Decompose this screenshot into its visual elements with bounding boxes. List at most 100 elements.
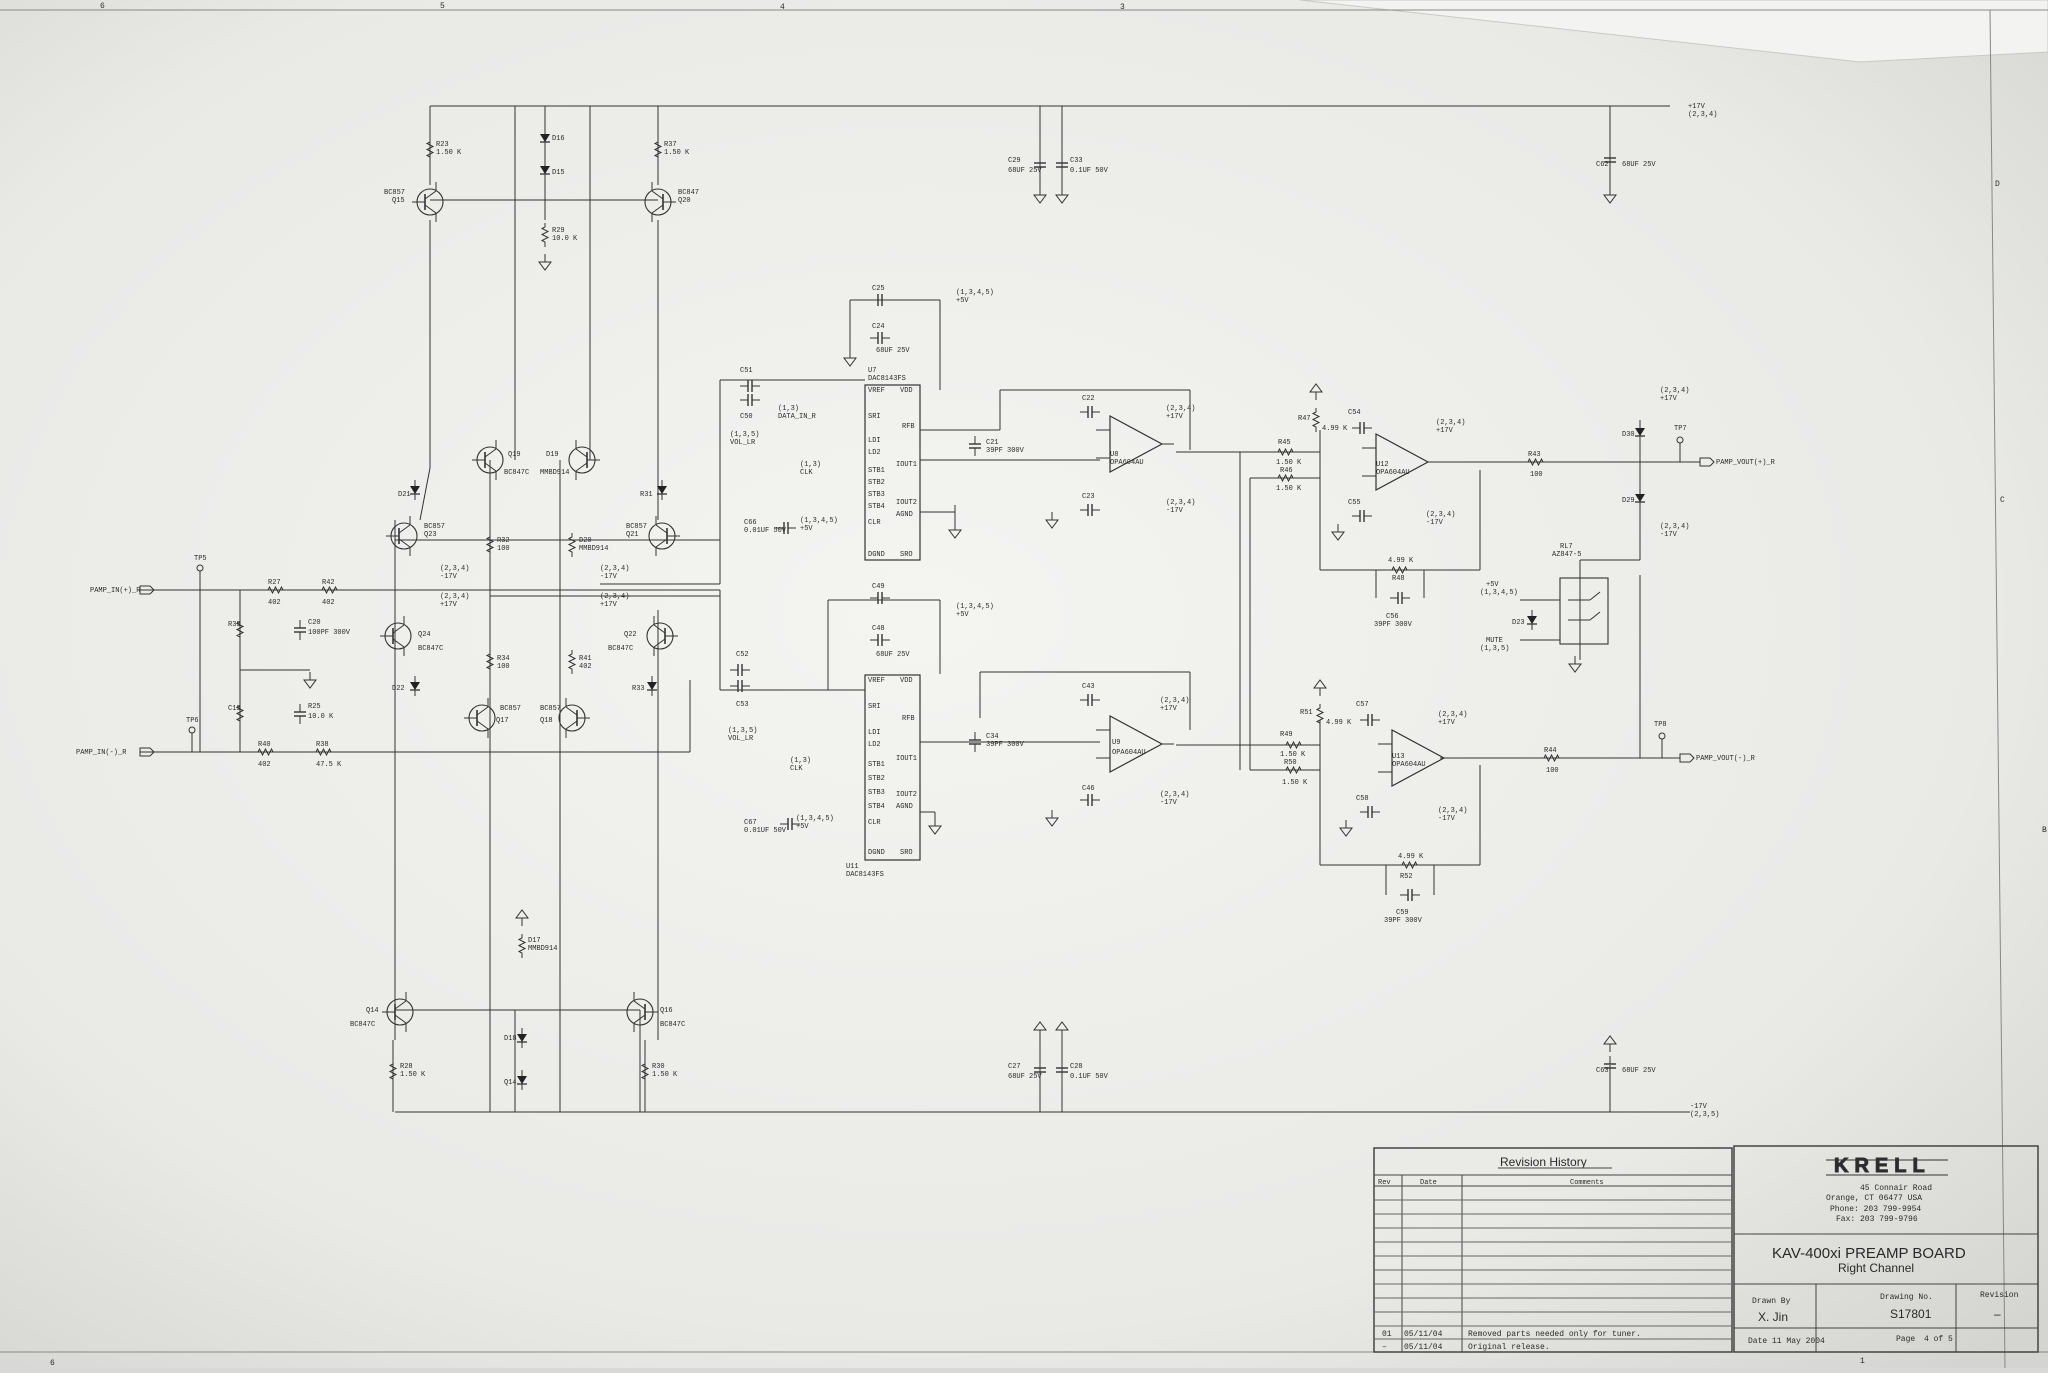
comp-value: 402 <box>579 663 592 671</box>
comp-ref: D29 <box>1622 497 1635 505</box>
pin-label: SRO <box>900 849 913 857</box>
comp-value: 4.99 K <box>1398 853 1424 861</box>
comp-ref: C66 <box>744 519 757 527</box>
comp-ref: Q22 <box>624 631 637 639</box>
pin-label: LD2 <box>868 741 881 749</box>
pin-label: DGND <box>868 849 885 857</box>
comp-ref: C51 <box>740 367 753 375</box>
net-label: (2,3,4) <box>1426 511 1455 519</box>
pin-label: STB1 <box>868 467 885 475</box>
comp-ref: Q14 <box>366 1007 379 1015</box>
comp-value: 68UF 25V <box>876 651 910 659</box>
comp-ref: R28 <box>400 1063 413 1071</box>
pin-label: LDI <box>868 437 881 445</box>
comp-ref: R38 <box>316 741 329 749</box>
comp-ref: R43 <box>1528 451 1541 459</box>
pin-label: AGND <box>896 511 913 519</box>
comp-ref: C33 <box>1070 157 1083 165</box>
u11-pins: VREF SRI LDI LD2 STB1 STB2 STB3 STB4 CLR… <box>868 677 917 857</box>
testpoint-label: TP6 <box>186 717 199 725</box>
comp-ref: R23 <box>436 141 449 149</box>
comp-value: 1.50 K <box>1276 485 1302 493</box>
revision-date: 05/11/04 <box>1404 1343 1443 1352</box>
ic-ref: U13 <box>1392 753 1405 761</box>
comp-ref: Q15 <box>392 197 405 205</box>
zone-label: 5 <box>440 2 445 11</box>
ic-ref: U9 <box>1112 739 1120 747</box>
net-label: (1,3,4,5) <box>956 289 994 297</box>
ic-part: DAC8143FS <box>868 375 906 383</box>
comp-ref: R42 <box>322 579 335 587</box>
comp-value: 39PF 300V <box>1374 621 1413 629</box>
revision-title: Revision History <box>1500 1155 1587 1169</box>
comp-value: MMBD914 <box>579 545 608 553</box>
revision-comment: Removed parts needed only for tuner. <box>1468 1330 1641 1339</box>
comp-value: 100 <box>1530 471 1543 479</box>
comp-ref: D17 <box>528 937 541 945</box>
comp-value: 68UF 25V <box>1008 167 1042 175</box>
net-label: +17V <box>600 601 618 609</box>
comp-ref: C24 <box>872 323 885 331</box>
comp-value: 100PF 300V <box>308 629 351 637</box>
board-title: KAV-400xi PREAMP BOARD <box>1772 1245 1966 1262</box>
comp-ref: R37 <box>664 141 677 149</box>
net-label: PAMP_IN(+)_R <box>90 587 141 595</box>
net-label: -17V <box>600 573 618 581</box>
comp-ref: C52 <box>736 651 749 659</box>
comp-ref: D22 <box>392 685 405 693</box>
comp-ref: R44 <box>1544 747 1557 755</box>
drawn-by: X. Jin <box>1758 1310 1788 1324</box>
pin-label: RFB <box>902 715 915 723</box>
pin-label: STB2 <box>868 775 885 783</box>
comp-ref: R33 <box>632 685 645 693</box>
revision-comment: Original release. <box>1468 1343 1550 1352</box>
comp-value: 10.0 K <box>308 713 334 721</box>
pin-label: SRI <box>868 413 881 421</box>
comp-value: BC847C <box>504 469 529 477</box>
net-label: (1,3,4,5) <box>800 517 838 525</box>
comp-ref: R27 <box>268 579 281 587</box>
net-label: -17V <box>1166 507 1184 515</box>
net-label: (1,3) <box>778 405 799 413</box>
pin-label: STB1 <box>868 761 885 769</box>
comp-ref: R48 <box>1392 575 1405 583</box>
comp-value: 0.01UF 50V <box>744 527 787 535</box>
comp-value: 0.1UF 50V <box>1070 1073 1109 1081</box>
input-connector-icon <box>139 747 155 757</box>
comp-ref: C43 <box>1082 683 1095 691</box>
page-label: Page <box>1896 1335 1915 1344</box>
drawing-no-label: Drawing No. <box>1880 1293 1933 1302</box>
comp-value: 402 <box>322 599 335 607</box>
comp-value: BC847C <box>608 645 633 653</box>
comp-value: 402 <box>258 761 271 769</box>
ic-ref: U7 <box>868 367 876 375</box>
comp-ref: C59 <box>1396 909 1409 917</box>
net-label: MUTE <box>1486 637 1503 645</box>
comp-ref: R25 <box>308 703 321 711</box>
comp-value: 100 <box>1546 767 1559 775</box>
comp-ref: RL7 <box>1560 543 1573 551</box>
output-connector-icon <box>1679 753 1695 763</box>
revision-col-comments: Comments <box>1570 1179 1604 1187</box>
comp-value: 1.50 K <box>1276 459 1302 467</box>
pin-label: STB4 <box>868 803 885 811</box>
pin-label: VDD <box>900 677 913 685</box>
comp-ref: D16 <box>552 135 565 143</box>
zone-label: 6 <box>50 1359 55 1368</box>
net-label: +17V <box>1160 705 1178 713</box>
comp-ref: C22 <box>1082 395 1095 403</box>
net-label: (2,3,4) <box>1166 405 1195 413</box>
board-subtitle: Right Channel <box>1838 1261 1914 1275</box>
comp-ref: D30 <box>1622 431 1635 439</box>
comp-value: 68UF 25V <box>876 347 910 355</box>
comp-ref: C48 <box>872 625 885 633</box>
comp-value: BC847C <box>660 1021 685 1029</box>
comp-ref: C25 <box>872 285 885 293</box>
comp-ref: C27 <box>1008 1063 1021 1071</box>
ic-ref: U12 <box>1376 461 1389 469</box>
comp-ref: Q21 <box>626 531 639 539</box>
net-label: (2,3,4) <box>1166 499 1195 507</box>
comp-value: 4.99 K <box>1322 425 1348 433</box>
comp-ref: Q24 <box>418 631 431 639</box>
revision-date: 05/11/04 <box>1404 1330 1443 1339</box>
